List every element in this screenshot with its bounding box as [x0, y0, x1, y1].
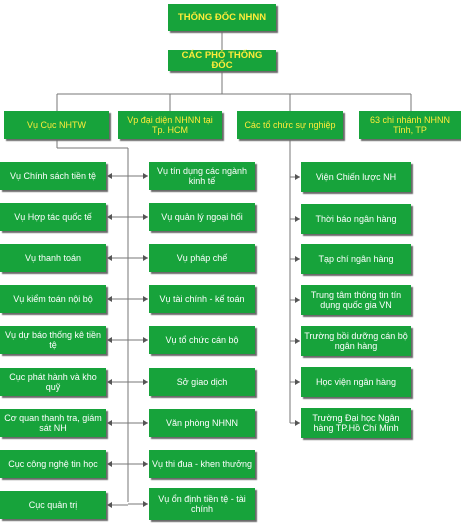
division-provincial-branches[interactable]: 63 chi nhánh NHNN Tỉnh, TP: [359, 111, 461, 139]
middle-unit-box[interactable]: Vụ quản lý ngoại hối: [149, 203, 255, 231]
left-unit-box[interactable]: Cục quản trị: [0, 491, 106, 519]
right-unit-box[interactable]: Trung tâm thông tin tín dụng quốc gia VN: [301, 285, 411, 315]
division-central-bank-departments[interactable]: Vụ Cục NHTW: [4, 111, 109, 139]
arrow-head: [143, 461, 148, 467]
middle-unit-box[interactable]: Vụ ổn định tiền tệ - tài chính: [149, 488, 255, 520]
right-unit-box[interactable]: Học viện ngân hàng: [301, 367, 411, 397]
left-unit-box[interactable]: Vụ Chính sách tiền tệ: [0, 162, 106, 190]
division-public-service-orgs[interactable]: Các tổ chức sự nghiệp: [237, 111, 343, 139]
arrow-head: [107, 173, 112, 179]
arrow-head: [295, 379, 300, 385]
middle-unit-box[interactable]: Vụ tài chính - kế toán: [149, 285, 255, 313]
left-unit-box[interactable]: Vụ kiểm toán nội bộ: [0, 285, 106, 313]
arrow-head: [295, 216, 300, 222]
middle-unit-box[interactable]: Vụ tín dụng các ngành kinh tế: [149, 162, 255, 190]
arrow-head: [107, 255, 112, 261]
arrow-head: [107, 420, 112, 426]
arrow-head: [143, 501, 148, 507]
left-unit-box[interactable]: Vụ dự báo thống kê tiền tệ: [0, 326, 106, 354]
arrow-head: [295, 174, 300, 180]
arrow-head: [107, 502, 112, 508]
arrow-head: [143, 420, 148, 426]
arrow-head: [143, 379, 148, 385]
arrow-head: [143, 296, 148, 302]
division-hcm-office[interactable]: Vp đại diện NHNN tại Tp. HCM: [118, 111, 222, 139]
arrow-head: [107, 214, 112, 220]
right-unit-box[interactable]: Thời báo ngân hàng: [301, 204, 411, 234]
middle-unit-box[interactable]: Sở giao dịch: [149, 368, 255, 396]
middle-unit-box[interactable]: Vụ thi đua - khen thưởng: [149, 450, 255, 478]
right-unit-box[interactable]: Viện Chiến lược NH: [301, 162, 411, 192]
left-unit-box[interactable]: Vụ thanh toán: [0, 244, 106, 272]
arrow-head: [295, 297, 300, 303]
right-unit-box[interactable]: Trường Đại học Ngân hàng TP.Hồ Chí Minh: [301, 408, 411, 438]
arrow-head: [295, 420, 300, 426]
left-unit-box[interactable]: Cục công nghệ tin học: [0, 450, 106, 478]
arrow-head: [107, 296, 112, 302]
arrow-head: [107, 379, 112, 385]
middle-unit-box[interactable]: Văn phòng NHNN: [149, 409, 255, 437]
arrow-head: [295, 338, 300, 344]
right-unit-box[interactable]: Tạp chí ngân hàng: [301, 244, 411, 274]
arrow-head: [107, 337, 112, 343]
middle-unit-box[interactable]: Vụ pháp chế: [149, 244, 255, 272]
arrow-head: [107, 461, 112, 467]
arrow-head: [143, 255, 148, 261]
arrow-head: [143, 214, 148, 220]
arrow-head: [143, 337, 148, 343]
arrow-head: [143, 173, 148, 179]
middle-unit-box[interactable]: Vụ tổ chức cán bộ: [149, 326, 255, 354]
left-unit-box[interactable]: Cục phát hành và kho quỹ: [0, 368, 106, 396]
right-unit-box[interactable]: Trường bồi dưỡng cán bộ ngân hàng: [301, 326, 411, 356]
left-unit-box[interactable]: Cơ quan thanh tra, giám sát NH: [0, 409, 106, 437]
left-unit-box[interactable]: Vụ Hợp tác quốc tế: [0, 203, 106, 231]
governor-box[interactable]: THỐNG ĐỐC NHNN: [168, 4, 276, 31]
deputies-box[interactable]: CÁC PHÓ THỐNG ĐỐC: [168, 50, 276, 71]
arrow-head: [295, 256, 300, 262]
